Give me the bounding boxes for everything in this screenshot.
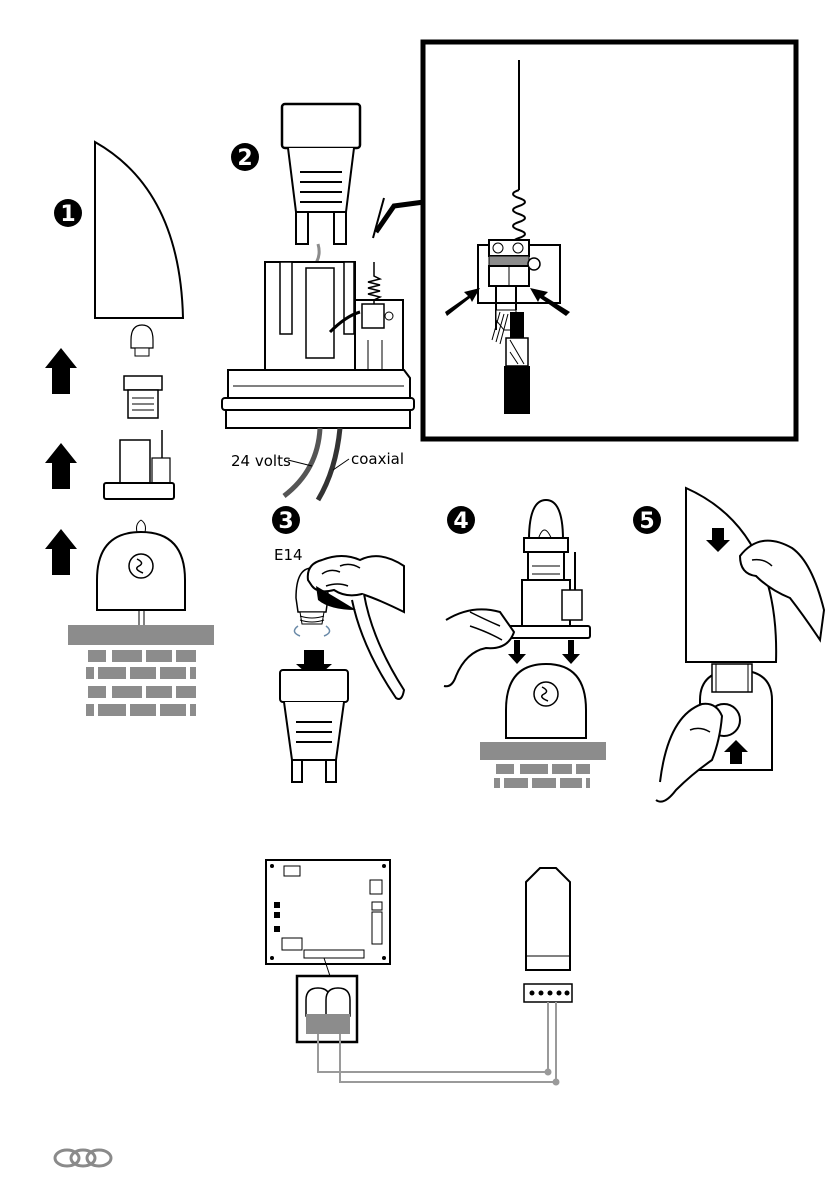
up-arrow-icon	[45, 443, 77, 489]
small-bulb-icon	[131, 325, 153, 356]
lamp-cover	[95, 142, 183, 318]
zoom-leader-line	[376, 202, 424, 232]
lamp-socket-large	[282, 104, 360, 244]
step-1-group: 1	[45, 142, 214, 716]
base-module-small	[104, 430, 174, 499]
step-5-group: 5	[633, 488, 824, 802]
down-arrow-icon	[562, 640, 580, 664]
step-4-group: 4	[444, 500, 606, 788]
step-3-group: 3 E14	[272, 506, 404, 782]
hand-placing-base	[444, 609, 514, 686]
up-arrow-icon	[45, 348, 77, 394]
socket-small	[124, 376, 162, 418]
coax-cable-end	[504, 366, 530, 414]
step-4-number: 4	[453, 509, 468, 534]
hand-pushing-up	[656, 704, 722, 802]
step-3-number: 3	[278, 509, 293, 534]
step-5-number: 5	[639, 509, 654, 534]
up-arrow-icon	[45, 529, 77, 575]
voltage-label: 24 volts	[231, 452, 291, 470]
chain-link-logo-icon	[55, 1150, 111, 1166]
voltage-leader	[288, 460, 312, 466]
wiring-diagram	[266, 860, 572, 1085]
dual-bulb-receptacle	[297, 976, 357, 1042]
step-2-number: 2	[237, 146, 252, 171]
inset-frame	[423, 42, 796, 439]
wall-mount-dome	[97, 520, 185, 625]
base-housing	[222, 198, 414, 428]
step-1-number: 1	[60, 202, 75, 227]
brick-wall-step4	[480, 742, 606, 788]
flash-lamp-unit	[524, 868, 572, 1002]
bulb-type-label: E14	[274, 546, 303, 564]
socket-receiving-bulb	[280, 670, 348, 782]
brick-wall	[68, 625, 214, 716]
step-2-group: 2	[222, 104, 424, 500]
down-arrow-icon	[508, 640, 526, 664]
wall-mount-dome-step4	[506, 664, 586, 738]
coaxial-label: coaxial	[351, 450, 404, 468]
assembled-lamp	[504, 500, 590, 638]
wiring-detail-inset	[423, 42, 796, 439]
control-board	[266, 860, 390, 964]
